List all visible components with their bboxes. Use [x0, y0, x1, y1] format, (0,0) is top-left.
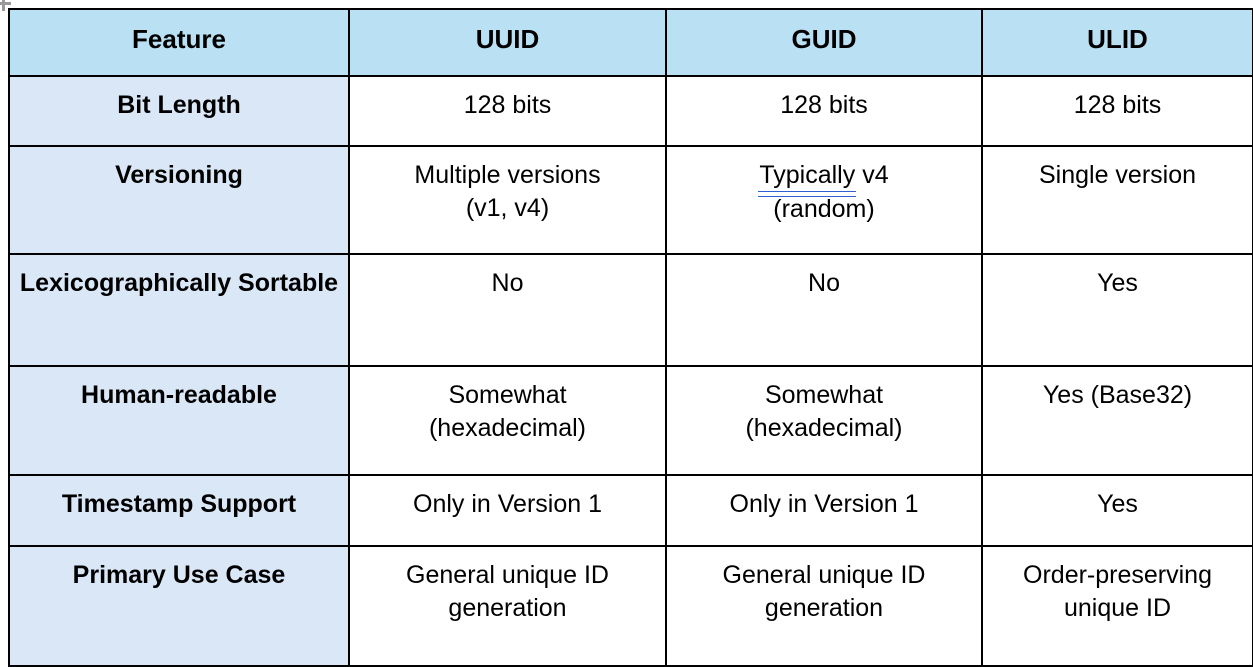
- cell-line-1-rest: v4: [855, 161, 889, 189]
- cell-ulid-timestamp-support: Yes: [981, 474, 1253, 547]
- cell-line-1: Single version: [1038, 161, 1197, 189]
- cell-line-1: No: [491, 269, 524, 297]
- cell-line-2: generation: [448, 593, 567, 622]
- table-row: Primary Use Case General unique ID gener…: [8, 545, 1253, 667]
- cell-line-2: (hexadecimal): [745, 413, 903, 442]
- column-header-guid: GUID: [665, 8, 983, 77]
- cell-line-1: 128 bits: [780, 91, 868, 119]
- table-row: Lexicographically Sortable No No Yes: [8, 253, 1253, 367]
- cell-ulid-human-readable: Yes (Base32): [981, 365, 1253, 476]
- row-label-versioning: Versioning: [8, 145, 350, 255]
- cell-line-1: Only in Version 1: [729, 490, 919, 518]
- table-header-row: Feature UUID GUID ULID: [8, 8, 1253, 77]
- cell-line-1: Yes: [1097, 490, 1138, 518]
- cell-line-1: 128 bits: [463, 91, 552, 119]
- table-row: Human-readable Somewhat (hexadecimal) So…: [8, 365, 1253, 476]
- cell-line-1: Somewhat: [448, 381, 567, 409]
- cell-line-1: Yes: [1097, 269, 1138, 297]
- column-header-ulid: ULID: [981, 8, 1253, 77]
- cell-uuid-versioning: Multiple versions (v1, v4): [348, 145, 667, 255]
- cell-uuid-timestamp-support: Only in Version 1: [348, 474, 667, 547]
- handle-bar-vertical: [2, 0, 5, 11]
- cell-guid-lexicographically-sortable: No: [665, 253, 983, 367]
- cell-line-1: Order-preserving: [1023, 561, 1212, 589]
- cell-ulid-versioning: Single version: [981, 145, 1253, 255]
- cell-line-1: Only in Version 1: [413, 490, 602, 518]
- cell-line-1: No: [808, 269, 840, 297]
- cell-line-2: unique ID: [1063, 593, 1172, 622]
- cell-line-2: (v1, v4): [465, 193, 550, 222]
- cell-guid-versioning: Typically v4 (random): [665, 145, 983, 255]
- cell-ulid-lexicographically-sortable: Yes: [981, 253, 1253, 367]
- cell-line-2: (random): [773, 194, 875, 223]
- row-label-lexicographically-sortable: Lexicographically Sortable: [8, 253, 350, 367]
- cell-guid-timestamp-support: Only in Version 1: [665, 474, 983, 547]
- cell-uuid-bit-length: 128 bits: [348, 75, 667, 147]
- row-label-primary-use-case: Primary Use Case: [8, 545, 350, 667]
- handle-bar-horizontal: [0, 2, 11, 5]
- cell-guid-human-readable: Somewhat (hexadecimal): [665, 365, 983, 476]
- cell-line-1: General unique ID: [406, 561, 609, 589]
- row-label-human-readable: Human-readable: [8, 365, 350, 476]
- table-move-handle-icon[interactable]: [0, 0, 13, 13]
- row-label-bit-length: Bit Length: [8, 75, 350, 147]
- column-header-uuid: UUID: [348, 8, 667, 77]
- row-label-timestamp-support: Timestamp Support: [8, 474, 350, 547]
- cell-guid-primary-use-case: General unique ID generation: [665, 545, 983, 667]
- comparison-table: Feature UUID GUID ULID Bit Length 128 bi…: [8, 8, 1253, 667]
- cell-uuid-lexicographically-sortable: No: [348, 253, 667, 367]
- cell-uuid-human-readable: Somewhat (hexadecimal): [348, 365, 667, 476]
- cell-line-1: Multiple versions: [414, 161, 601, 189]
- column-header-feature: Feature: [8, 8, 350, 77]
- cell-ulid-primary-use-case: Order-preserving unique ID: [981, 545, 1253, 667]
- cell-uuid-primary-use-case: General unique ID generation: [348, 545, 667, 667]
- cell-line-1: 128 bits: [1073, 91, 1162, 119]
- cell-ulid-bit-length: 128 bits: [981, 75, 1253, 147]
- cell-line-1: Yes (Base32): [1042, 381, 1193, 409]
- cell-line-1: General unique ID: [722, 561, 926, 589]
- cell-line-2: (hexadecimal): [428, 413, 586, 442]
- table-row: Timestamp Support Only in Version 1 Only…: [8, 474, 1253, 547]
- grammar-marked-word[interactable]: Typically: [758, 159, 857, 196]
- cell-line-1: Somewhat: [764, 381, 884, 409]
- table-row: Versioning Multiple versions (v1, v4) Ty…: [8, 145, 1253, 255]
- table-row: Bit Length 128 bits 128 bits 128 bits: [8, 75, 1253, 147]
- cell-guid-bit-length: 128 bits: [665, 75, 983, 147]
- cell-line-2: generation: [764, 593, 884, 622]
